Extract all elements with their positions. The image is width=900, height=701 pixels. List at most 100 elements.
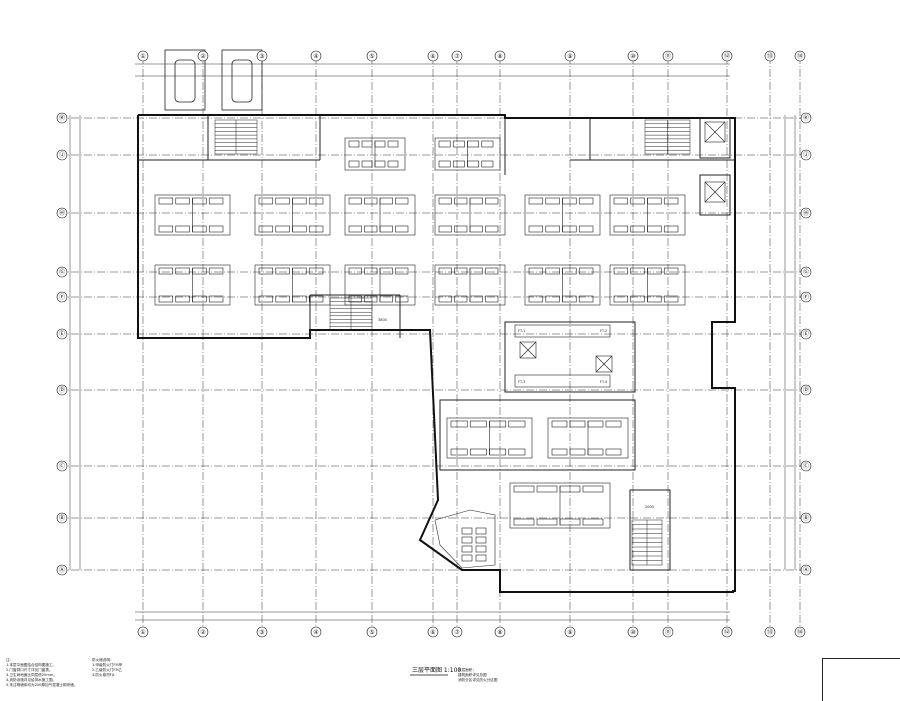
- grid-bubble-column: [310, 50, 322, 62]
- room-label: FT-4: [600, 380, 608, 384]
- workstation-cluster: [344, 194, 416, 236]
- grid-label-row: Ⓙ: [59, 151, 65, 159]
- grid-bubble-column: [627, 626, 639, 638]
- workstation-cluster: [524, 264, 601, 306]
- parking-bays: [164, 49, 263, 111]
- grid-bubble-column: [427, 50, 439, 62]
- workstation-cluster: [434, 194, 506, 236]
- grid-label-column: ⑪: [665, 628, 671, 636]
- grid-bubble-row: [800, 291, 812, 303]
- grid-bubble-column: [366, 50, 378, 62]
- grid-label-row: Ⓑ: [803, 514, 809, 522]
- workstation-clusters: [154, 137, 686, 529]
- grid-bubble-row: [56, 512, 68, 524]
- grid-label-column: ⑤: [369, 53, 374, 60]
- grid-bubble-row: [800, 384, 812, 396]
- grid-label-column: ⑬: [767, 628, 773, 636]
- stairs: [214, 119, 691, 566]
- room-labels: 3800 2000 FT-1 FT-2 FT-3 FT-4: [378, 318, 654, 509]
- workstation-cluster: [524, 194, 601, 236]
- grid-label-row: Ⓐ: [59, 566, 65, 574]
- grid-label-column: ⑭: [797, 52, 803, 60]
- grid-bubble-row: [56, 564, 68, 576]
- grid-label-row: Ⓚ: [59, 114, 65, 122]
- escalators: [514, 121, 726, 388]
- grid-bubble-row: [56, 460, 68, 472]
- toilet-fixture: [475, 545, 487, 553]
- grid-bubble-row: [800, 112, 812, 124]
- room-label: 3800: [378, 318, 387, 322]
- toilet-fixture: [475, 536, 487, 544]
- grid-label-column: ②: [200, 53, 206, 60]
- grid-bubble-column: [256, 626, 268, 638]
- grid-bubble-column: [256, 50, 268, 62]
- drawing-title: 三层平面图 1:100: [412, 667, 461, 674]
- grid-bubble-column: [764, 50, 776, 62]
- workstation-cluster: [344, 264, 416, 306]
- grid-bubble-column: [764, 626, 776, 638]
- toilet-fixture: [461, 527, 473, 535]
- grid-label-column: ④: [313, 629, 318, 636]
- room-label: FT-2: [600, 329, 607, 333]
- grid-bubble-column: [366, 626, 378, 638]
- grid-bubble-column: [451, 50, 463, 62]
- toilet-fixture: [475, 527, 487, 535]
- grid-bubble-row: [56, 384, 68, 396]
- grid-bubble-row: [800, 328, 812, 340]
- notes-left: 注： 1.本层平面图结合结构图施工。 2.门窗洞口尺寸详见门窗表。 3.卫生间地…: [6, 658, 78, 687]
- grid-label-column: ②: [200, 629, 206, 636]
- grid-label-column: ⑨: [567, 629, 572, 636]
- grid-bubble-row: [800, 460, 812, 472]
- grid-bubble-row: [56, 112, 68, 124]
- room-label: 2000: [645, 505, 654, 509]
- grid-bubble-column: [310, 626, 322, 638]
- grid-label-row: Ⓑ: [59, 514, 65, 522]
- grid-bubble-column: [137, 626, 149, 638]
- grid-label-row: Ⓒ: [803, 462, 809, 470]
- grid-bubble-row: [800, 266, 812, 278]
- grid-bubble-column: [627, 50, 639, 62]
- grid-label-column: ⑫: [724, 628, 730, 636]
- grid-label-column: ①: [140, 629, 145, 636]
- grid-label-row: Ⓖ: [803, 268, 809, 276]
- exterior-walls: [137, 114, 736, 593]
- grid-label-row: Ⓐ: [803, 566, 809, 574]
- workstation-cluster: [154, 264, 231, 306]
- grid-label-column: ⑬: [767, 52, 773, 60]
- grid-bubble-row: [56, 149, 68, 161]
- grid-label-row: Ⓓ: [59, 386, 65, 394]
- toilet-fixture: [461, 545, 473, 553]
- grid-label-column: ⑦: [454, 53, 460, 60]
- grid-bubble-column: [494, 626, 506, 638]
- grid-bubble-row: [800, 564, 812, 576]
- grid-label-column: ⑥: [430, 629, 435, 636]
- grid-label-column: ③: [259, 53, 264, 60]
- room-label: FT-1: [518, 329, 525, 333]
- workstation-cluster: [254, 194, 331, 236]
- grid-label-column: ④: [313, 53, 318, 60]
- grid-label-row: Ⓒ: [59, 462, 65, 470]
- grid-label-row: Ⓙ: [803, 151, 809, 159]
- workstation-cluster: [446, 417, 533, 459]
- grid-bubble-column: [662, 626, 674, 638]
- grid-label-column: ⑨: [567, 53, 572, 60]
- workstation-cluster: [547, 417, 629, 459]
- title-block: [822, 658, 900, 701]
- workstation-cluster: [509, 482, 611, 529]
- workstation-cluster: [609, 194, 686, 236]
- room-label: FT-3: [518, 380, 525, 384]
- grid-bubble-column: [721, 50, 733, 62]
- grid-label-column: ①: [140, 53, 145, 60]
- grid-bubble-column: [794, 50, 806, 62]
- workstation-cluster: [434, 137, 501, 171]
- grid-label-column: ⑧: [497, 629, 502, 636]
- grid-label-row: Ⓚ: [803, 114, 809, 122]
- toilet-fixture: [475, 554, 487, 562]
- toilet-area: [434, 509, 496, 569]
- grid-label-row: Ⓗ: [59, 209, 65, 217]
- workstation-cluster: [609, 264, 686, 306]
- workstation-cluster: [154, 194, 231, 236]
- grid-bubble-row: [56, 328, 68, 340]
- interior-walls: [138, 115, 735, 571]
- grid-label-row: Ⓔ: [803, 330, 809, 338]
